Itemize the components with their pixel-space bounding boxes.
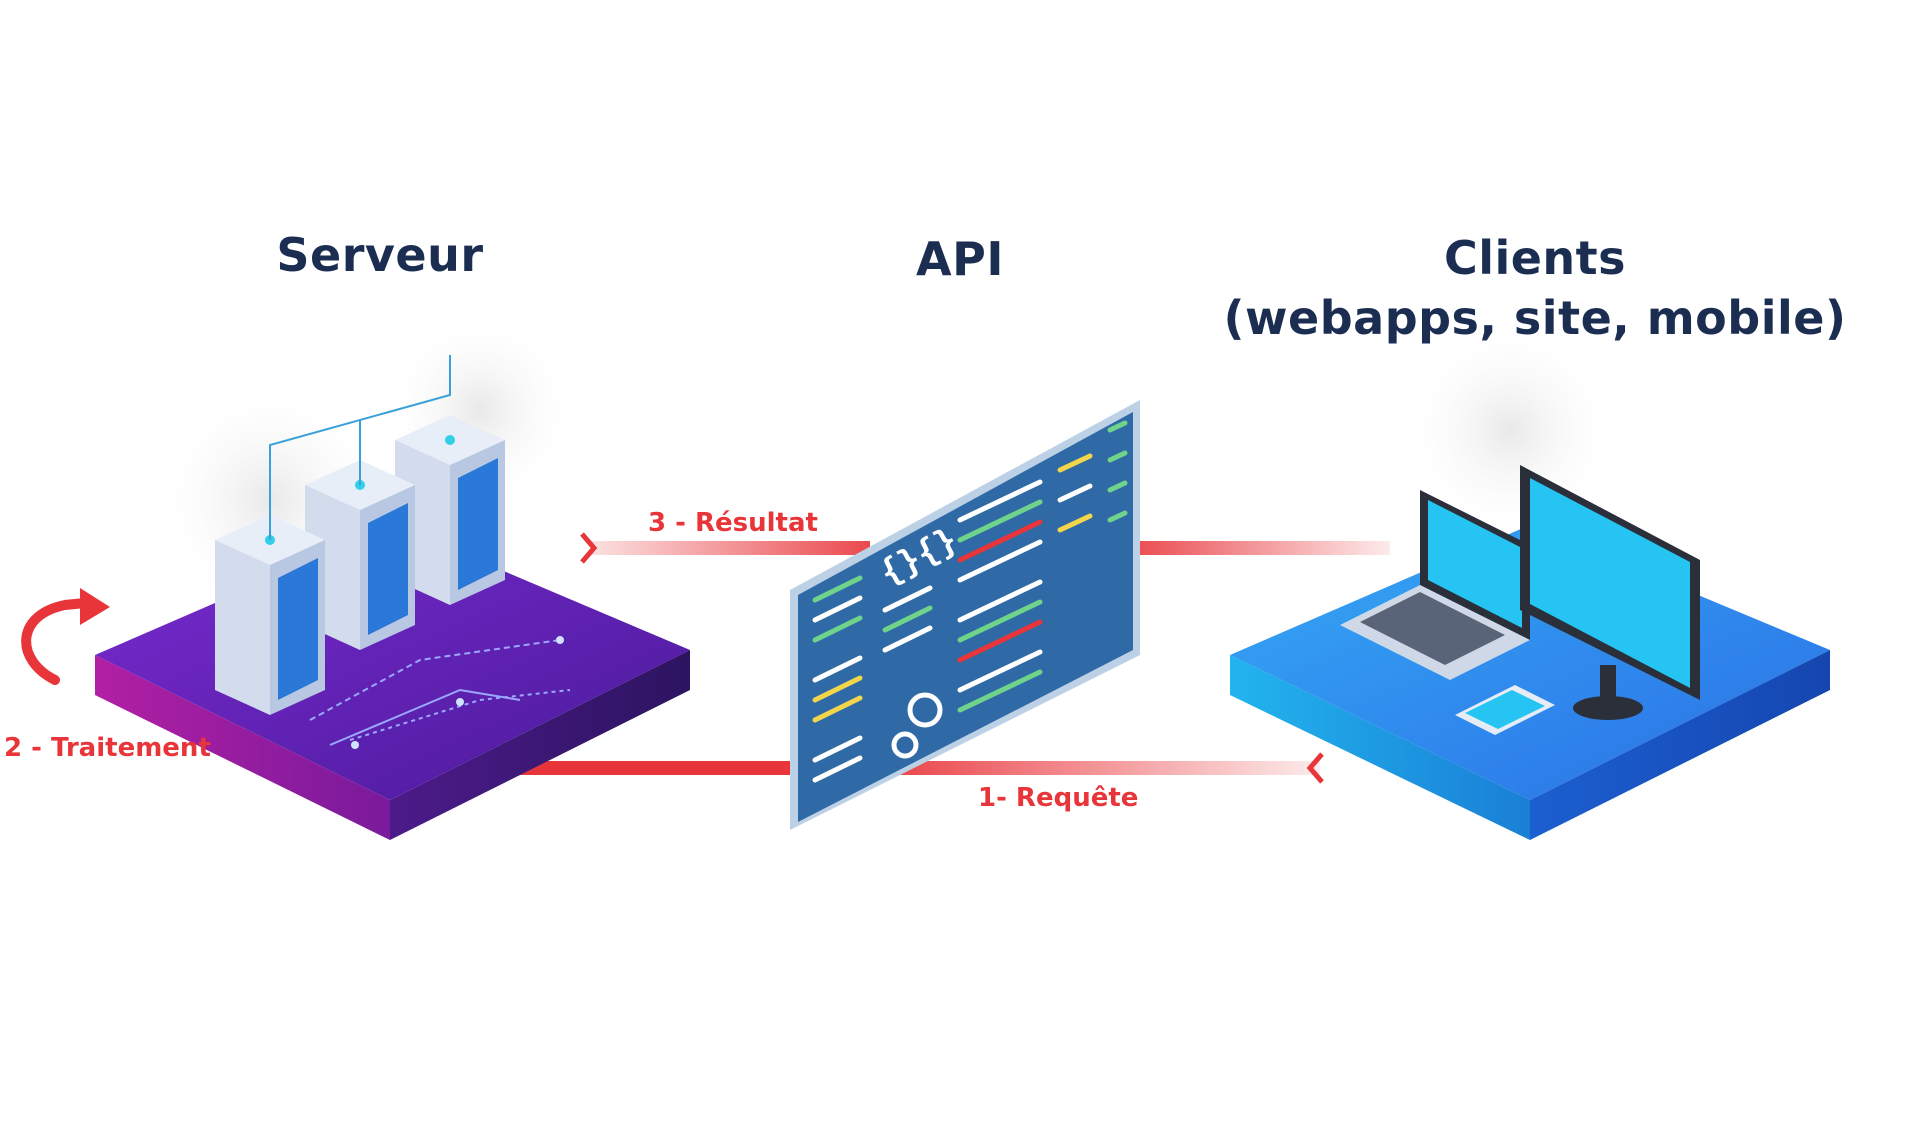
clients-title: Clients (webapps, site, mobile)	[1210, 228, 1860, 348]
api-title: API	[916, 232, 1004, 286]
arrow-result	[580, 532, 870, 564]
server-title: Serveur	[276, 228, 484, 282]
server-rack-icon	[215, 355, 505, 715]
monitor-icon	[1520, 465, 1700, 720]
laptop-icon	[1340, 490, 1530, 680]
step-result-label: 3 - Résultat	[648, 508, 818, 538]
arrow-request	[505, 752, 1324, 784]
step-request-label: 1- Requête	[978, 783, 1139, 813]
clients-title-line2: (webapps, site, mobile)	[1223, 291, 1847, 345]
processing-loop-arrow	[21, 588, 110, 685]
clients-title-line1: Clients	[1443, 231, 1627, 285]
gear-icon	[891, 692, 943, 759]
arrow-result-right	[1130, 541, 1390, 555]
step-processing-label: 2 - Traitement	[4, 733, 211, 763]
phone-icon	[1455, 685, 1555, 735]
api-screen: {}{}	[790, 400, 1140, 830]
